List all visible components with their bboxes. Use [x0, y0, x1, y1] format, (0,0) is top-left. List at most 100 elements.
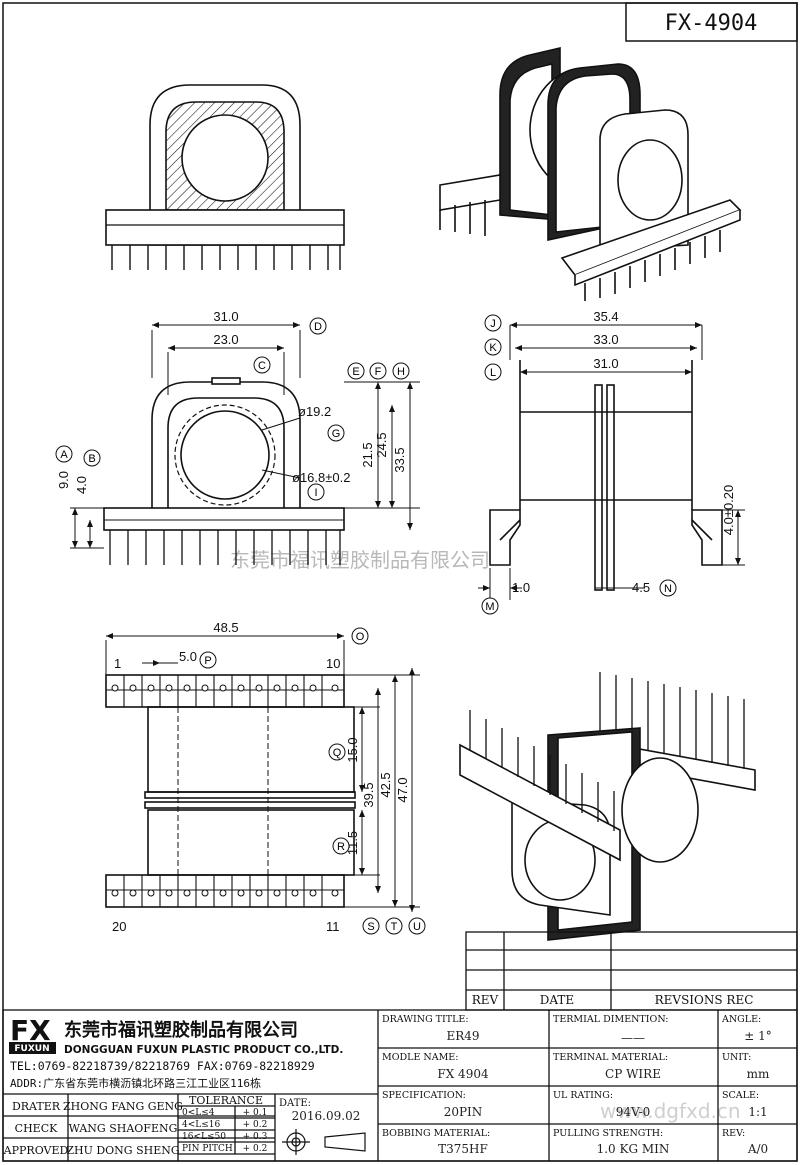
svg-text:I: I [314, 487, 317, 499]
company-name-cn: 东莞市福讯塑胶制品有限公司 [64, 1019, 298, 1041]
watermark-web: www.dgfxd.cn [600, 1099, 741, 1123]
balloon-U: U [408, 917, 426, 935]
date-col-header: DATE [540, 993, 574, 1007]
svg-text:0<L≤4: 0<L≤4 [182, 1108, 215, 1118]
specification: 20PIN [444, 1105, 483, 1119]
svg-text:H: H [397, 366, 405, 378]
svg-text:Q: Q [333, 747, 342, 759]
signoff-name-drater: ZHONG FANG GENG [63, 1100, 183, 1113]
dim-33-5: 33.5 [392, 447, 407, 472]
date-label: DATE: [279, 1098, 311, 1109]
terminal-material: CP WIRE [605, 1067, 661, 1081]
svg-text:K: K [489, 342, 497, 354]
side-balloons: J K L M N [481, 314, 677, 615]
logo-fx: FX [10, 1014, 51, 1047]
balloon-T: T [385, 917, 403, 935]
dim-35-4: 35.4 [593, 309, 618, 324]
projection-symbol-icon [282, 1129, 366, 1155]
balloon-P: P [199, 651, 217, 669]
svg-text:MODLE NAME:: MODLE NAME: [382, 1052, 458, 1063]
balloon-D: D [309, 317, 327, 335]
scale-value: 1:1 [748, 1105, 767, 1119]
svg-text:SPECIFICATION:: SPECIFICATION: [382, 1090, 466, 1101]
dim-31: 31.0 [213, 309, 238, 324]
unit-value: mm [747, 1067, 770, 1081]
svg-text:N: N [664, 583, 672, 595]
front-dimension-view [70, 322, 420, 565]
title-fields: DRAWING TITLE: ER49 MODLE NAME: FX 4904 … [382, 1014, 772, 1156]
svg-text:G: G [332, 428, 341, 440]
company-addr: ADDR:广东省东莞市横沥镇北环路三江工业区116栋 [10, 1076, 261, 1090]
bottom-balloons: O P Q R S T U [199, 627, 426, 935]
angle-value: ± 1° [744, 1029, 772, 1043]
svg-text:PIN PITCH: PIN PITCH [182, 1144, 233, 1154]
svg-text:D: D [314, 321, 322, 333]
svg-text:+ 0.2: + 0.2 [243, 1144, 268, 1154]
dim-47: 47.0 [395, 777, 410, 802]
balloon-N: N [659, 579, 677, 597]
dim-d16: ø16.8±0.2 [292, 470, 350, 485]
balloon-Q: Q [328, 743, 346, 761]
tolerance-title: TOLERANCE [189, 1094, 263, 1107]
terminal-dimension: —— [621, 1031, 645, 1045]
signoff-role-drater: DRATER [12, 1100, 61, 1113]
signoff-name-check: WANG SHAOFENG [69, 1122, 178, 1135]
dim-39-5: 39.5 [361, 782, 376, 807]
dim-d19: ø19.2 [298, 404, 331, 419]
svg-text:F: F [375, 366, 382, 378]
dim-24-5: 24.5 [374, 432, 389, 457]
rev-value: A/0 [747, 1142, 768, 1156]
svg-text:TERMINAL MATERIAL:: TERMINAL MATERIAL: [553, 1052, 668, 1063]
isometric-view-top [439, 46, 742, 301]
svg-text:BOBBING MATERIAL:: BOBBING MATERIAL: [382, 1128, 490, 1139]
model-name: FX 4904 [437, 1067, 489, 1081]
ul-rating: 94V-0 [616, 1105, 651, 1119]
balloon-C: C [253, 356, 271, 374]
svg-text:A: A [60, 449, 68, 461]
svg-text:U: U [413, 921, 421, 933]
balloon-O: O [351, 627, 369, 645]
part-number: FX-4904 [665, 11, 758, 36]
side-view [478, 322, 745, 600]
front-section-view [105, 84, 345, 270]
svg-text:16<L≤50: 16<L≤50 [182, 1132, 226, 1142]
balloon-R: R [332, 837, 350, 855]
svg-text:ANGLE:: ANGLE: [721, 1014, 761, 1025]
svg-text:T: T [391, 921, 398, 933]
dim-1: 1.0 [512, 580, 530, 595]
pin-label-10: 10 [326, 656, 340, 671]
balloon-I: I [307, 483, 325, 501]
svg-text:DRAWING TITLE:: DRAWING TITLE: [382, 1014, 469, 1025]
dim-4-020: 4.0±0.20 [721, 485, 736, 536]
dim-15: 15.0 [345, 737, 360, 762]
svg-text:+ 0.3: + 0.3 [243, 1132, 268, 1142]
dim-4-5: 4.5 [632, 580, 650, 595]
front-dimension-labels: 31.0 23.0 ø19.2 ø16.8±0.2 21.5 24.5 33.5… [56, 309, 407, 494]
dim-5: 5.0 [179, 649, 197, 664]
svg-text:J: J [490, 318, 496, 330]
svg-text:+ 0.1: + 0.1 [243, 1108, 268, 1118]
tolerance-rows: 0<L≤4+ 0.1 4<L≤16+ 0.2 16<L≤50+ 0.3 PIN … [182, 1108, 268, 1154]
dim-42-5: 42.5 [378, 772, 393, 797]
balloon-E: E [347, 362, 365, 380]
balloon-G: G [327, 424, 345, 442]
dim-21-5: 21.5 [360, 442, 375, 467]
drawing-title: ER49 [446, 1029, 479, 1043]
balloon-F: F [369, 362, 387, 380]
company-logo: FX FUXUN [9, 1014, 56, 1054]
bottom-view [105, 633, 420, 912]
svg-text:O: O [356, 631, 365, 643]
svg-text:UL RATING:: UL RATING: [553, 1090, 613, 1101]
svg-text:B: B [88, 453, 95, 465]
dim-4: 4.0 [74, 476, 89, 494]
pin-label-20: 20 [112, 919, 126, 934]
side-dimension-labels: 35.4 33.0 31.0 4.0±0.20 1.0 4.5 [512, 309, 736, 595]
balloon-M: M [481, 597, 499, 615]
front-pins [111, 245, 341, 270]
balloon-H: H [392, 362, 410, 380]
dim-23: 23.0 [213, 332, 238, 347]
svg-text:P: P [204, 655, 211, 667]
balloon-K: K [484, 338, 502, 356]
svg-text:L: L [490, 367, 496, 379]
svg-text:+ 0.2: + 0.2 [243, 1120, 268, 1130]
